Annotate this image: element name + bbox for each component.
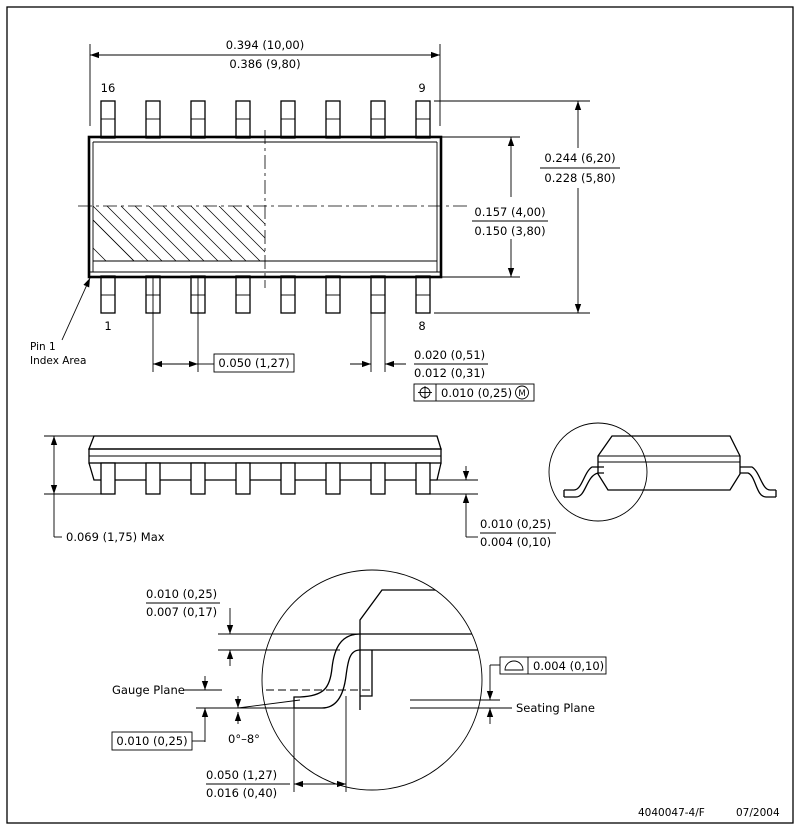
- pin1-label-line1: Pin 1: [30, 341, 56, 353]
- drawing-date: 07/2004: [736, 807, 780, 819]
- side-view: 0.069 (1,75) Max 0.010 (0,25) 0.004 (0,1…: [44, 435, 556, 549]
- seating-plane-label: Seating Plane: [516, 701, 595, 715]
- position-tolerance-frame: 0.010 (0,25) M: [413, 383, 535, 402]
- pin-9-label: 9: [418, 81, 425, 95]
- angle-label: 0°–8°: [228, 732, 260, 746]
- body-width-max-label: 0.157 (4,00): [474, 205, 545, 219]
- length-max-label: 0.394 (10,00): [226, 38, 304, 52]
- drawing-number: 4040047-4/F: [638, 807, 705, 819]
- coplanarity-label: 0.004 (0,10): [533, 659, 604, 673]
- detail-circle: [261, 569, 483, 791]
- pin-16-label: 16: [101, 81, 116, 95]
- side-leads: [100, 462, 431, 495]
- end-view: [548, 422, 777, 522]
- pitch-label: 0.050 (1,27): [218, 356, 289, 370]
- gauge-value-label: 0.010 (0,25): [116, 734, 187, 748]
- bottom-leads: [100, 275, 431, 314]
- standoff-max-label: 0.010 (0,25): [480, 517, 551, 531]
- foot-length-max-label: 0.050 (1,27): [206, 768, 277, 782]
- lead-width-min-label: 0.012 (0,31): [414, 366, 485, 380]
- lead-width-max-label: 0.020 (0,51): [414, 348, 485, 362]
- detail-view: 0.010 (0,25) 0.007 (0,17) Gauge Plane 0.…: [111, 569, 607, 800]
- end-body: [597, 435, 741, 491]
- top-view: 0.394 (10,00) 0.386 (9,80) 16 9 1 8: [30, 38, 622, 402]
- gullwing-lead: [293, 633, 361, 709]
- detail-callout-circle: [548, 422, 648, 522]
- coplanarity-frame: 0.004 (0,10): [499, 656, 607, 675]
- pin1-index-area: [93, 206, 265, 261]
- mmc-modifier-icon: [515, 385, 529, 400]
- position-tolerance-label: 0.010 (0,25): [441, 386, 512, 400]
- profile-surface-icon: [504, 660, 524, 671]
- lead-thickness-max-label: 0.010 (0,25): [146, 587, 217, 601]
- length-min-label: 0.386 (9,80): [229, 57, 300, 71]
- gauge-plane-label: Gauge Plane: [112, 683, 185, 697]
- lead-thickness-min-label: 0.007 (0,17): [146, 605, 217, 619]
- body-width-min-label: 0.150 (3,80): [474, 224, 545, 238]
- pin1-leader: [61, 277, 91, 341]
- overall-width-min-label: 0.228 (5,80): [544, 171, 615, 185]
- drawing-frame: [6, 6, 794, 824]
- pin-8-label: 8: [418, 319, 425, 333]
- foot-length-min-label: 0.016 (0,40): [206, 786, 277, 800]
- top-leads: [100, 100, 431, 139]
- svg-text:M: M: [518, 389, 525, 399]
- height-max-label: 0.069 (1,75) Max: [66, 530, 165, 544]
- pin-1-label: 1: [104, 319, 111, 333]
- standoff-min-label: 0.004 (0,10): [480, 535, 551, 549]
- pitch-box: [213, 353, 295, 373]
- pin1-label-line2: Index Area: [30, 355, 86, 367]
- overall-width-max-label: 0.244 (6,20): [544, 151, 615, 165]
